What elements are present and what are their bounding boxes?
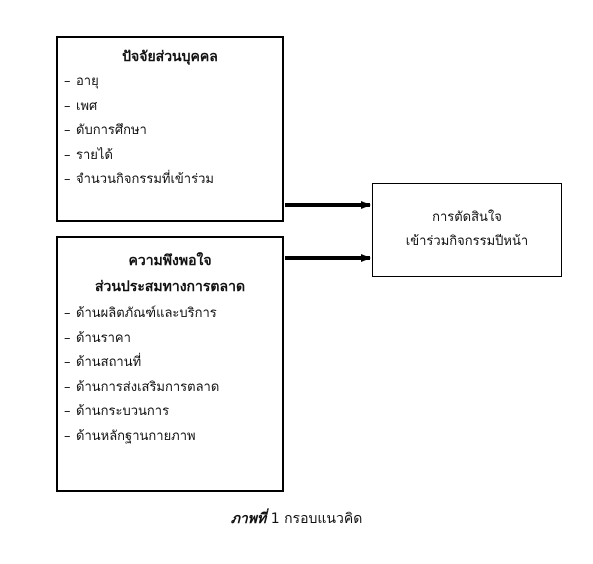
list-dash: – [64,123,71,138]
caption-number: 1 [270,511,280,527]
list-item: –ด้านราคา [64,327,282,352]
personal-factor-gender: เพศ [76,98,98,114]
list-dash: – [64,330,71,346]
list-item: –ด้านการส่งเสริมการตลาด [64,376,282,401]
satisfaction-price: ด้านราคา [76,330,131,346]
satisfaction-product: ด้านผลิตภัณฑ์และบริการ [76,306,217,321]
figure-caption: ภาพที่ 1 กรอบแนวคิด [0,508,593,530]
list-dash: – [64,428,71,444]
decision-box: การตัดสินใจ เข้าร่วมกิจกรรมปีหน้า [372,183,562,277]
satisfaction-physical-evidence: ด้านหลักฐานกายภาพ [76,428,196,444]
list-dash: – [64,355,71,370]
caption-label: ภาพที่ [230,511,267,527]
satisfaction-promotion: ด้านการส่งเสริมการตลาด [76,379,220,395]
personal-factor-income: รายได้ [76,147,113,163]
list-item: –ด้านหลักฐานกายภาพ [64,425,282,450]
list-item: –รายได้ [64,144,282,169]
personal-factor-education: ดับการศึกษา [76,123,147,138]
list-item: –ดับการศึกษา [64,119,282,144]
list-dash: – [64,404,71,419]
list-item: –ด้านกระบวนการ [64,400,282,425]
satisfaction-place: ด้านสถานที่ [76,355,142,370]
satisfaction-process: ด้านกระบวนการ [76,404,170,419]
list-item: –อายุ [64,70,282,95]
decision-line-1: การตัดสินใจ [432,210,502,225]
list-item: –ด้านผลิตภัณฑ์และบริการ [64,302,282,327]
satisfaction-subtitle: ส่วนประสมทางการตลาด [94,279,246,295]
personal-factors-title: ปัจจัยส่วนบุคคล [122,49,218,65]
list-item: –ด้านสถานที่ [64,351,282,376]
list-dash: – [64,379,71,395]
personal-factor-activities: จำนวนกิจกรรมที่เข้าร่วม [76,172,214,187]
decision-line-2: เข้าร่วมกิจกรรมปีหน้า [405,234,529,249]
decision-text: การตัดสินใจ เข้าร่วมกิจกรรมปีหน้า [373,206,561,254]
satisfaction-box: ความพึงพอใจ ส่วนประสมทางการตลาด –ด้านผลิ… [56,236,284,492]
list-dash: – [64,306,71,321]
list-dash: – [64,172,71,187]
satisfaction-list: –ด้านผลิตภัณฑ์และบริการ –ด้านราคา –ด้านส… [58,302,282,449]
list-item: –เพศ [64,95,282,120]
list-dash: – [64,147,71,163]
list-dash: – [64,98,71,114]
satisfaction-title: ความพึงพอใจ [128,253,212,269]
personal-factors-list: –อายุ –เพศ –ดับการศึกษา –รายได้ –จำนวนกิ… [58,70,282,193]
list-item: –จำนวนกิจกรรมที่เข้าร่วม [64,168,282,193]
personal-factors-box: ปัจจัยส่วนบุคคล –อายุ –เพศ –ดับการศึกษา … [56,36,284,222]
caption-text: กรอบแนวคิด [284,511,363,527]
list-dash: – [64,74,71,89]
personal-factor-age: อายุ [76,74,99,89]
